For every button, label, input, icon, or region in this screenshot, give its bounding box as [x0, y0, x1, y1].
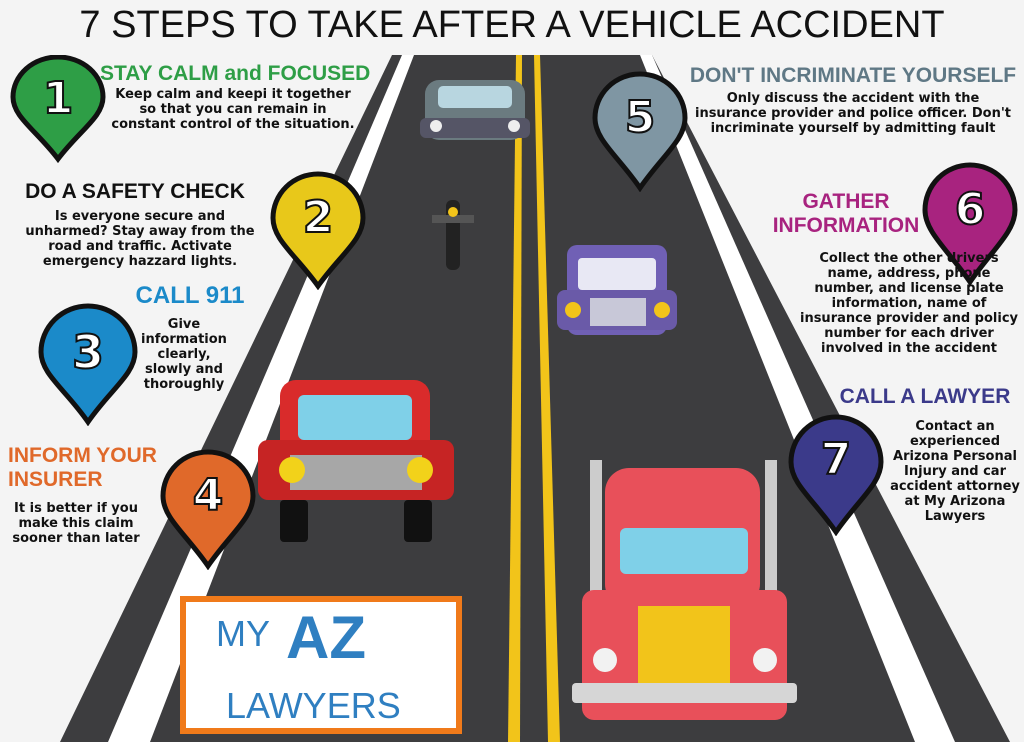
pin-3-icon: 3: [38, 303, 138, 426]
svg-text:5: 5: [625, 92, 656, 143]
logo-my: MY: [216, 613, 270, 654]
pin-2-icon: 2: [270, 171, 366, 290]
pin-4-icon: 4: [160, 449, 256, 570]
svg-text:7: 7: [821, 434, 852, 485]
step-3-heading: CALL 911: [135, 282, 245, 309]
logo-lawyers: LAWYERS: [226, 685, 401, 726]
svg-text:2: 2: [303, 192, 334, 243]
step-1-heading: STAY CALM and FOCUSED: [100, 62, 371, 85]
red-truck: [572, 460, 797, 720]
svg-text:3: 3: [72, 325, 104, 379]
step-3-text: Give information clearly, slowly and tho…: [141, 317, 227, 392]
purple-jeep: [557, 245, 677, 335]
gray-car: [420, 80, 530, 140]
svg-text:6: 6: [955, 184, 986, 235]
page-title: 7 STEPS TO TAKE AFTER A VEHICLE ACCIDENT: [79, 4, 945, 46]
svg-text:1: 1: [43, 73, 74, 124]
red-car: [258, 380, 454, 542]
motorcycle: [432, 200, 474, 270]
step-5-text: Only discuss the accident with the insur…: [694, 91, 1012, 136]
step-2-heading: DO A SAFETY CHECK: [25, 180, 245, 203]
logo-az: AZ: [286, 604, 366, 671]
step-5-heading: DON'T INCRIMINATE YOURSELF: [689, 64, 1017, 87]
step-1-text: Keep calm and keepi it together so that …: [111, 87, 355, 132]
my-az-lawyers-logo: MY AZ LAWYERS: [180, 596, 462, 734]
step-6-heading: GATHER INFORMATION: [772, 190, 920, 238]
step-2-text: Is everyone secure and unharmed? Stay aw…: [25, 209, 255, 269]
svg-text:4: 4: [193, 470, 224, 521]
step-4-heading: INFORM YOUR INSURER: [8, 444, 157, 492]
step-6-text: Collect the other drivers name, address,…: [799, 251, 1019, 356]
step-7-text: Contact an experienced Arizona Personal …: [890, 419, 1020, 524]
pin-7-icon: 7: [788, 414, 884, 536]
pin-1-icon: 1: [10, 55, 106, 163]
pin-5-icon: 5: [592, 71, 688, 192]
step-7-heading: CALL A LAWYER: [839, 385, 1011, 408]
pin-6-icon: 6: [922, 162, 1018, 286]
step-4-text: It is better if you make this claim soon…: [12, 501, 140, 546]
